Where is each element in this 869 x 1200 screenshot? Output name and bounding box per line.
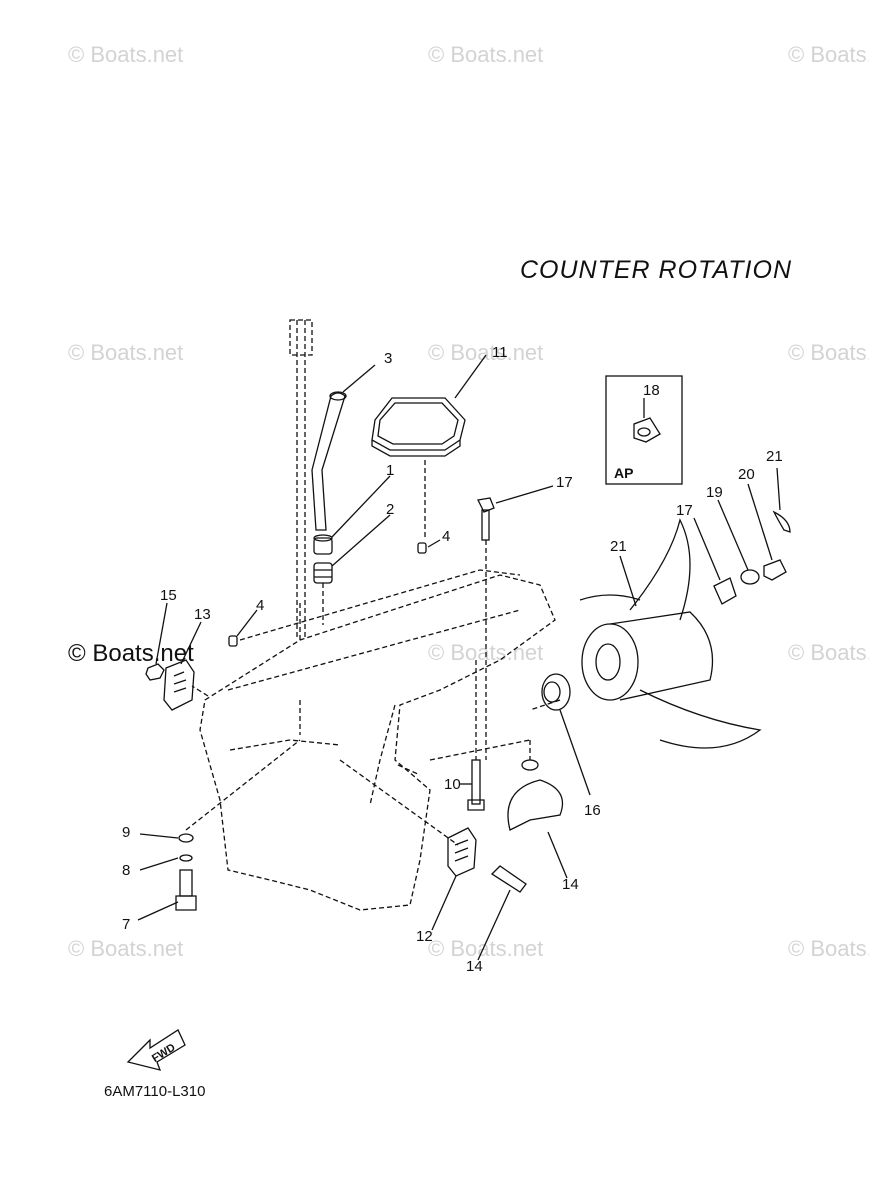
leader-lines [137,354,781,961]
washer-part-7 [178,833,194,843]
watermark: © Boats.net [788,42,869,67]
callout-4: 4 [256,597,265,614]
callout-3: 3 [384,350,393,367]
callout-11: 13 [194,606,211,623]
bolt-part-5 [175,869,197,911]
watermark: © Boats.net [788,936,869,961]
washer-part-6 [179,854,193,862]
callout-5: 7 [122,916,131,933]
watermark: © Boats.net [68,42,184,67]
lower-case-outline [199,569,556,911]
inset-box [605,375,683,485]
spacer-part-17 [713,577,737,605]
watermark: © Boats.net [428,42,544,67]
callout-19: 20 [738,466,755,483]
diagram-title: COUNTER ROTATION [520,256,793,284]
assembly-lines [185,460,561,846]
cotter-pin-part-20 [772,510,791,533]
callout-9: 11 [492,344,508,361]
anode-part-14 [507,759,564,831]
water-tube-part-3 [311,391,347,531]
callout-14: 14 [562,876,579,893]
callout-20: 21 [766,448,783,465]
nut-part-13 [145,663,165,681]
watermark: © Boats.net [428,340,544,365]
washer-part-18 [740,569,760,585]
diagram-code: 6AM7110-L310 [104,1083,206,1100]
propeller-part-21 [579,518,762,749]
bolt-part-15 [477,497,495,541]
anode-part-11 [163,659,195,711]
callout-13: 15 [160,587,177,604]
bolt-part-12 [490,865,527,893]
callout-4: 4 [442,528,451,545]
callout-18: 19 [706,484,723,501]
bolt-part-8 [467,759,485,811]
callout-8: 10 [444,776,461,793]
gasket-part-9 [371,397,466,457]
callout-2: 2 [386,501,395,518]
callout-17: 18 [643,382,660,399]
watermark: © Boats.net [68,936,184,961]
watermark: © Boats.net [788,340,869,365]
spacer-part-17-inset [633,417,661,443]
watermark: © Boats.net [788,640,869,665]
fwd-arrow-icon [126,1029,186,1071]
watermark: © Boats.net [428,936,544,961]
callout-6: 8 [122,862,131,879]
watermark: © Boats.net [68,340,184,365]
callout-17: 17 [676,502,693,519]
drive-shaft [289,319,313,640]
inset-label: AP [614,465,633,481]
seal-part-2 [313,562,333,584]
nut-part-19 [763,559,787,581]
dowel-pin-part-4 [228,542,427,647]
callout-15: 17 [556,474,573,491]
thrust-washer-part-16 [541,673,571,711]
callout-1: 1 [386,462,395,479]
callout-12: 14 [466,958,483,975]
callout-10: 12 [416,928,433,945]
grommet-part-1 [313,534,333,555]
callout-21: 21 [610,538,627,555]
callout-16: 16 [584,802,601,819]
callout-7: 9 [122,824,131,841]
trim-tab-part-10 [447,827,477,877]
watermark: © Boats.net [68,640,194,667]
